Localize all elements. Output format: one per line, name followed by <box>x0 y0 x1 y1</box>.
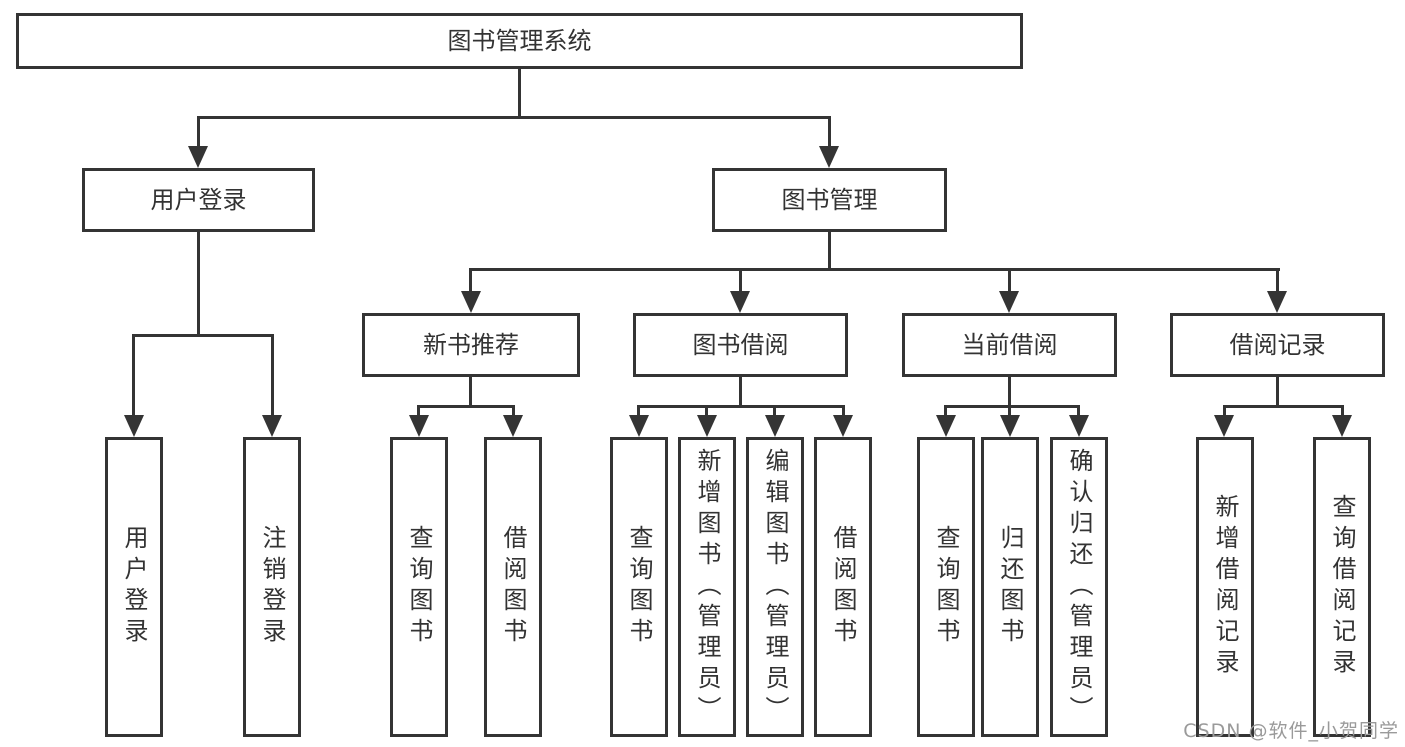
arrowhead-down-icon <box>936 415 956 437</box>
leaf-newbook-borrow-books: 借阅图书 <box>484 437 542 737</box>
leaf-newbook-query-books: 查询图书 <box>390 437 448 737</box>
leaf-records-query-record-label: 查询借阅记录 <box>1328 494 1356 680</box>
leaf-borrow-add-books-admin: 新增图书（管理员） <box>678 437 736 737</box>
leaf-borrow-borrow-books: 借阅图书 <box>814 437 872 737</box>
connector-line <box>739 268 742 293</box>
connector-line <box>518 69 521 118</box>
leaf-records-query-record: 查询借阅记录 <box>1313 437 1371 737</box>
node-book-management: 图书管理 <box>712 168 947 232</box>
leaf-newbook-borrow-books-label: 借阅图书 <box>499 525 527 649</box>
leaf-user-login: 用户登录 <box>105 437 163 737</box>
leaf-logout: 注销登录 <box>243 437 301 737</box>
arrowhead-down-icon <box>1332 415 1352 437</box>
connector-line <box>1008 405 1011 418</box>
connector-line <box>944 405 947 418</box>
node-user-login: 用户登录 <box>82 168 315 232</box>
leaf-logout-label: 注销登录 <box>258 525 286 649</box>
arrowhead-down-icon <box>503 415 523 437</box>
node-new-book-recommend: 新书推荐 <box>362 313 580 377</box>
connector-line <box>512 405 515 418</box>
connector-line <box>469 377 472 407</box>
node-current-borrowing-label: 当前借阅 <box>961 331 1058 359</box>
leaf-current-confirm-return-admin-label: 确认归还（管理员） <box>1065 447 1093 727</box>
arrowhead-down-icon <box>833 415 853 437</box>
connector-line <box>944 405 1080 408</box>
connector-line <box>705 405 708 418</box>
csdn-watermark: CSDN @软件_小贺同学 <box>1183 720 1399 742</box>
connector-line <box>132 334 135 418</box>
connector-line <box>1223 405 1344 408</box>
leaf-user-login-label: 用户登录 <box>120 525 148 649</box>
arrowhead-down-icon <box>999 291 1019 313</box>
node-book-borrowing-label: 图书借阅 <box>692 331 789 359</box>
connector-line <box>271 334 274 418</box>
leaf-current-return-books: 归还图书 <box>981 437 1039 737</box>
connector-line <box>469 268 1280 271</box>
arrowhead-down-icon <box>262 415 282 437</box>
connector-line <box>828 116 831 148</box>
connector-line <box>1276 377 1279 407</box>
connector-line <box>469 268 472 293</box>
connector-line <box>637 405 640 418</box>
connector-line <box>132 334 274 337</box>
arrowhead-down-icon <box>1267 291 1287 313</box>
leaf-current-query-books-label: 查询图书 <box>932 525 960 649</box>
arrowhead-down-icon <box>1214 415 1234 437</box>
node-book-borrowing: 图书借阅 <box>633 313 848 377</box>
node-user-login-label: 用户登录 <box>150 186 247 214</box>
connector-line <box>1223 405 1226 418</box>
connector-line <box>417 405 420 418</box>
leaf-borrow-borrow-books-label: 借阅图书 <box>829 525 857 649</box>
node-borrowing-records-label: 借阅记录 <box>1229 331 1326 359</box>
connector-line <box>773 405 776 418</box>
node-root-label: 图书管理系统 <box>447 27 592 55</box>
connector-line <box>828 232 831 270</box>
connector-line <box>1276 268 1279 293</box>
leaf-borrow-query-books: 查询图书 <box>610 437 668 737</box>
node-current-borrowing: 当前借阅 <box>902 313 1117 377</box>
leaf-newbook-query-books-label: 查询图书 <box>405 525 433 649</box>
connector-line <box>417 405 515 408</box>
leaf-borrow-add-books-admin-label: 新增图书（管理员） <box>693 447 721 727</box>
connector-line <box>197 116 200 148</box>
arrowhead-down-icon <box>1000 415 1020 437</box>
arrowhead-down-icon <box>629 415 649 437</box>
node-borrowing-records: 借阅记录 <box>1170 313 1385 377</box>
leaf-current-confirm-return-admin: 确认归还（管理员） <box>1050 437 1108 737</box>
leaf-records-add-record-label: 新增借阅记录 <box>1211 494 1239 680</box>
arrowhead-down-icon <box>819 146 839 168</box>
connector-line <box>637 405 845 408</box>
arrowhead-down-icon <box>124 415 144 437</box>
connector-line <box>197 116 831 119</box>
leaf-current-query-books: 查询图书 <box>917 437 975 737</box>
connector-line <box>1008 377 1011 407</box>
arrowhead-down-icon <box>697 415 717 437</box>
node-book-management-label: 图书管理 <box>781 186 878 214</box>
connector-line <box>739 377 742 407</box>
arrowhead-down-icon <box>765 415 785 437</box>
node-root: 图书管理系统 <box>16 13 1023 69</box>
arrowhead-down-icon <box>730 291 750 313</box>
leaf-records-add-record: 新增借阅记录 <box>1196 437 1254 737</box>
arrowhead-down-icon <box>188 146 208 168</box>
leaf-borrow-edit-books-admin-label: 编辑图书（管理员） <box>761 447 789 727</box>
node-new-book-recommend-label: 新书推荐 <box>423 331 519 359</box>
leaf-current-return-books-label: 归还图书 <box>996 525 1024 649</box>
connector-line <box>842 405 845 418</box>
connector-line <box>197 232 200 336</box>
connector-line <box>1341 405 1344 418</box>
arrowhead-down-icon <box>461 291 481 313</box>
connector-line <box>1008 268 1011 293</box>
leaf-borrow-query-books-label: 查询图书 <box>625 525 653 649</box>
arrowhead-down-icon <box>1069 415 1089 437</box>
leaf-borrow-edit-books-admin: 编辑图书（管理员） <box>746 437 804 737</box>
arrowhead-down-icon <box>409 415 429 437</box>
connector-line <box>1077 405 1080 418</box>
